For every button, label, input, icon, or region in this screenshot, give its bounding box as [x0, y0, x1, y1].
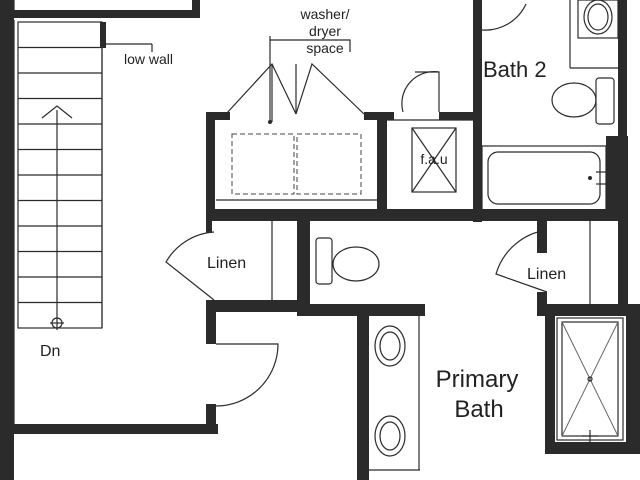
primary-sink-2	[374, 415, 406, 457]
label-fau: f.a.u	[420, 151, 447, 167]
bath2-sink-counter	[577, 0, 619, 39]
fau-unit	[411, 127, 457, 193]
wall-primary-left	[357, 304, 369, 480]
label-low-wall: low wall	[124, 51, 173, 67]
wall-linen-right-bottom	[537, 304, 628, 316]
washer-outline	[231, 133, 295, 195]
label-linen-left: Linen	[207, 255, 246, 272]
fau-door	[401, 70, 440, 113]
wall-fau-top-right	[439, 112, 473, 120]
wall-linen-left-right	[297, 221, 310, 312]
bath2-tub-inner	[487, 151, 601, 205]
wall-shower-bottom	[545, 442, 640, 454]
bath2-toilet-tank	[595, 77, 615, 125]
wall-top-left	[14, 10, 200, 18]
wall-bath2-right	[618, 0, 627, 150]
wall-laundry-right	[377, 112, 387, 218]
wall-top-left-post	[192, 0, 200, 18]
label-washer-dryer-3: space	[306, 40, 344, 56]
label-linen-right: Linen	[527, 266, 566, 283]
wall-linen-right-right	[618, 221, 628, 316]
primary-toilet	[315, 237, 380, 285]
label-primary-bath-2: Bath	[454, 396, 503, 423]
primary-bath-fixtures	[374, 317, 624, 457]
fau-closet	[387, 70, 473, 193]
bath2-door-swing	[481, 3, 527, 31]
wall-laundry-top-left	[206, 112, 230, 120]
wall-bath2-right-jog	[606, 136, 628, 216]
bath2-toilet-bowl	[551, 82, 597, 118]
linen-left-door	[165, 231, 215, 301]
staircase	[17, 21, 106, 330]
linen-right-closet	[495, 229, 548, 293]
stair-direction-arrow	[41, 105, 73, 119]
wall-laundry-left	[206, 112, 215, 218]
wall-linen-right-left-upper	[537, 221, 547, 253]
bath2-tub	[481, 145, 607, 211]
bath2-sink-bowl	[583, 0, 613, 35]
wall-stair-bottom	[14, 424, 218, 434]
wall-shower-right	[626, 304, 640, 454]
hall-door-swing	[215, 343, 279, 407]
wall-hall-left-upper	[206, 300, 216, 344]
label-primary-bath-1: Primary	[436, 366, 519, 393]
wall-left-outer	[0, 0, 14, 480]
label-stair-dn: Dn	[40, 343, 60, 360]
wall-linen-left-bottom	[206, 300, 310, 312]
primary-toilet-bowl	[332, 246, 380, 282]
wall-hall-left-lower	[206, 404, 216, 434]
hall-door	[215, 343, 279, 407]
wall-shower-left	[545, 304, 555, 454]
dryer-outline	[296, 133, 362, 195]
laundry-door-left	[225, 62, 297, 115]
wall-mid-horizontal	[206, 209, 628, 221]
primary-sink-1	[374, 325, 406, 367]
laundry-door-right	[295, 62, 365, 115]
thin-walls	[13, 0, 620, 471]
label-bath2: Bath 2	[483, 57, 547, 82]
bath2-fixtures	[481, 0, 619, 211]
primary-toilet-tank	[315, 237, 333, 285]
wall-bath2-left	[473, 0, 482, 222]
label-washer-dryer-2: dryer	[309, 23, 341, 39]
linen-left-closet	[165, 231, 215, 301]
linen-right-door	[495, 229, 548, 293]
wall-linen-left-stub	[206, 221, 212, 233]
low-wall-leader	[104, 43, 153, 52]
stair-treads	[18, 46, 102, 304]
label-washer-dryer-1: washer/	[299, 6, 349, 22]
laundry-area	[216, 36, 377, 201]
room-labels: low wall washer/ dryer space Bath 2 f.a.…	[40, 6, 566, 423]
stair-rail-cap	[100, 22, 106, 48]
